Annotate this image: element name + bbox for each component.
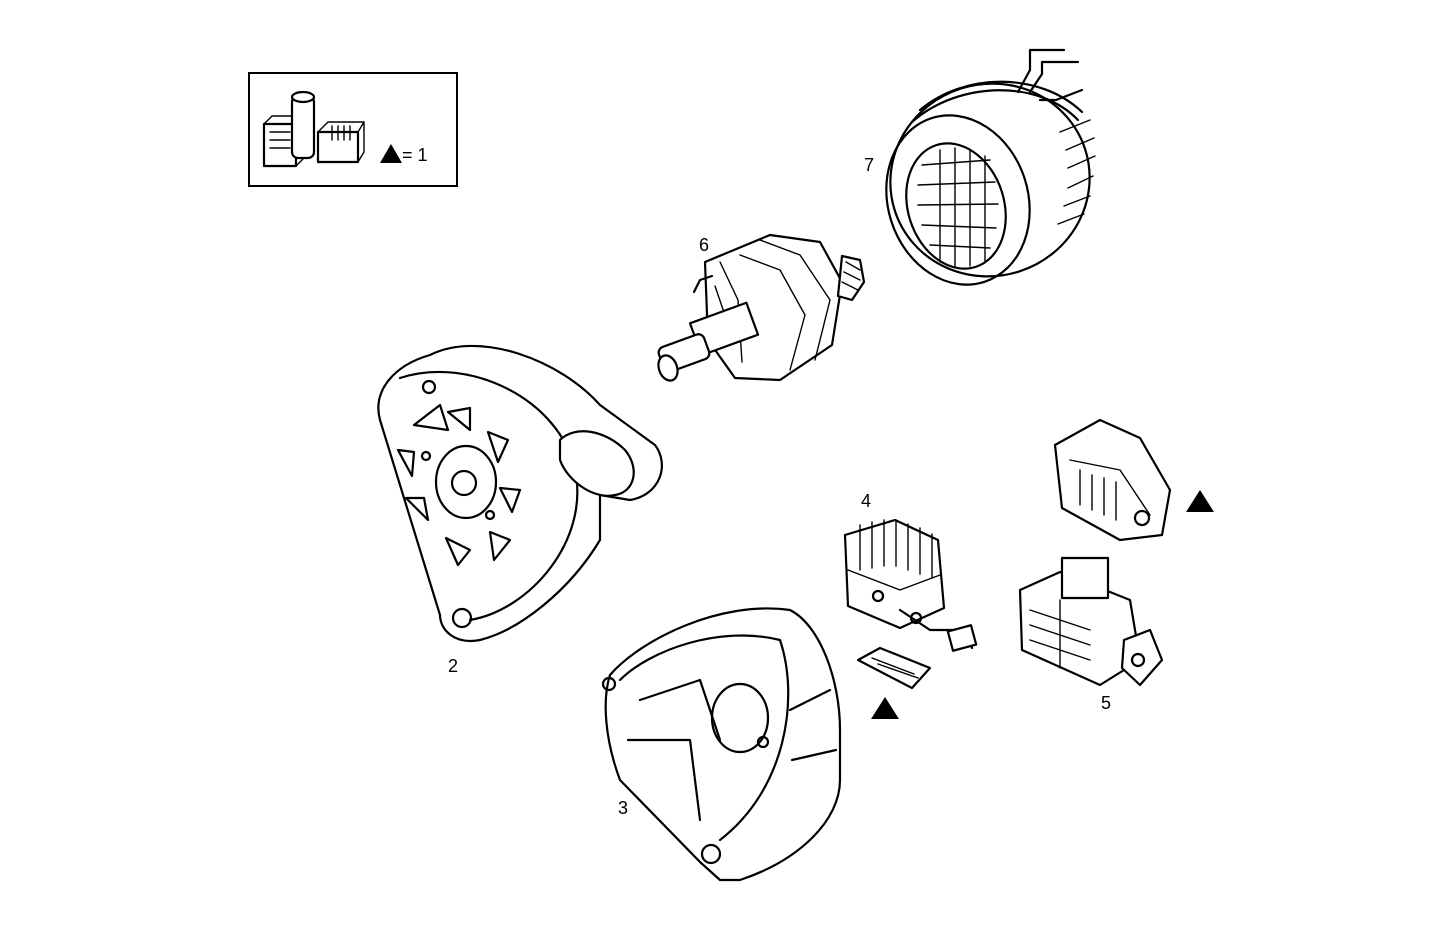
stator-part-7: [885, 48, 1096, 286]
callout-part-6: 6: [699, 235, 710, 255]
legend-equation: = 1: [402, 145, 428, 165]
callout-part-5: 5: [1101, 693, 1112, 713]
callout-part-3: 3: [618, 798, 629, 818]
callout-part-7: 7: [864, 155, 875, 175]
callout-part-2: 2: [448, 656, 459, 676]
rotor-part-6: [657, 233, 866, 382]
regulator-part-4: [843, 518, 978, 652]
drive-end-bracket-part-2: [377, 344, 663, 643]
triangle-icon: [1186, 490, 1214, 512]
brush-holder-small-part: [856, 646, 932, 690]
callout-part-4: 4: [861, 491, 872, 511]
regulator-part-5: [1018, 556, 1164, 687]
regulator-alt: [1053, 418, 1172, 542]
triangle-icon: [380, 144, 402, 163]
spare-kit-icon: [262, 90, 365, 168]
slip-ring-bracket-part-3: [601, 607, 842, 882]
triangle-icon: [871, 697, 899, 719]
legend-box: [248, 72, 458, 187]
